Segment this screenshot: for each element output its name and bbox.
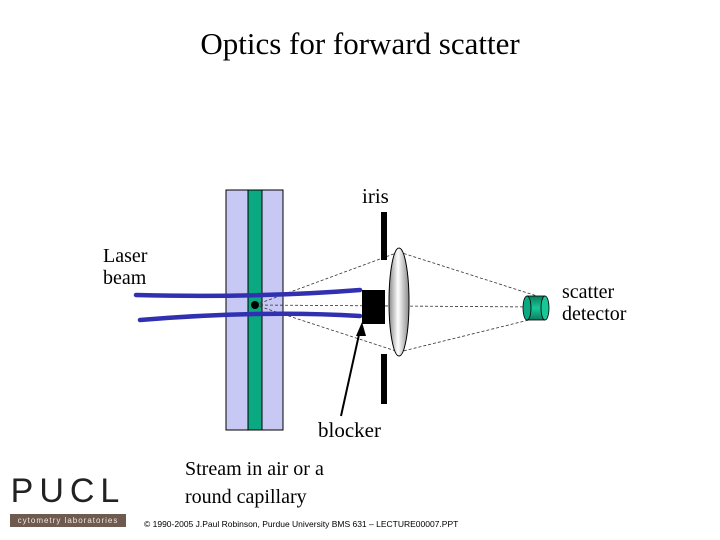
pucl-logo: PUCL cytometry laboratories	[10, 470, 126, 528]
detector-icon	[522, 295, 550, 321]
blocker-icon	[362, 290, 385, 324]
laser-beam-label: Laser beam	[103, 245, 147, 289]
laser-label-line2: beam	[103, 267, 147, 289]
stream-label-line2: round capillary	[185, 486, 307, 508]
logo-subtitle: cytometry laboratories	[10, 514, 126, 527]
blocker-pointer-head	[356, 322, 366, 336]
lens-icon	[388, 247, 410, 357]
scatter-label-line2: detector	[562, 303, 627, 325]
stream	[247, 189, 263, 431]
page-title: Optics for forward scatter	[200, 26, 520, 61]
iris-icon	[381, 212, 387, 260]
iris-lower-bar	[381, 354, 387, 404]
scatter-detector-label: scatter detector	[562, 281, 626, 325]
blocker-label: blocker	[318, 418, 381, 442]
scatter-label-line1: scatter	[562, 281, 615, 303]
focal-point	[251, 301, 259, 309]
logo-word: PUCL	[10, 472, 126, 510]
iris-label: iris	[362, 184, 389, 208]
stream-label-line1: Stream in air or a	[185, 458, 324, 480]
stream-label: Stream in air or a round capillary	[185, 455, 324, 511]
blocker-pointer	[340, 329, 361, 417]
laser-label-line1: Laser	[103, 245, 148, 267]
copyright-footer: © 1990-2005 J.Paul Robinson, Purdue Univ…	[144, 519, 459, 529]
laser-beam	[133, 287, 363, 323]
